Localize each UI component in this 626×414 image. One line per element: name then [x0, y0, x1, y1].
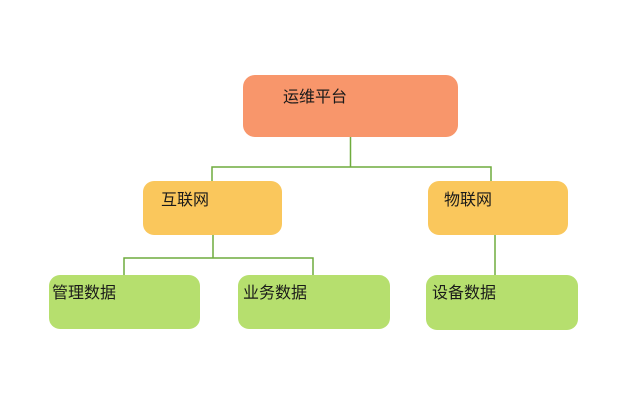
node-device-data-label: 设备数据 — [432, 283, 497, 302]
node-iot-label: 物联网 — [444, 190, 493, 209]
node-iot: 物联网 — [428, 181, 568, 235]
node-internet: 互联网 — [143, 181, 282, 235]
node-management-data: 管理数据 — [49, 275, 200, 329]
node-management-data-label: 管理数据 — [52, 283, 117, 302]
connector-internet-to-level3 — [123, 235, 314, 275]
node-internet-label: 互联网 — [161, 190, 210, 209]
node-ops-platform-label: 运维平台 — [283, 87, 348, 106]
node-business-data: 业务数据 — [238, 275, 390, 329]
node-business-data-label: 业务数据 — [243, 283, 308, 302]
node-device-data: 设备数据 — [426, 275, 578, 330]
connector-root-to-level2 — [211, 137, 492, 181]
node-ops-platform: 运维平台 — [243, 75, 458, 137]
